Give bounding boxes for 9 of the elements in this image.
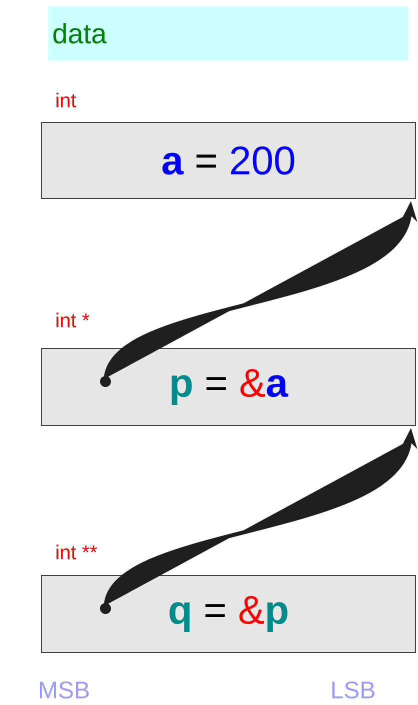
header-band: data xyxy=(48,6,408,60)
type-label: int xyxy=(56,92,76,108)
variable-box: p = &a xyxy=(41,348,416,426)
type-label: int * xyxy=(56,312,90,328)
bit-order-label: LSB xyxy=(332,682,374,698)
bit-order-label: MSB xyxy=(40,682,89,698)
type-label: int ** xyxy=(56,544,98,560)
variable-box: q = &p xyxy=(41,575,416,653)
variable-box: a = 200 xyxy=(41,122,416,199)
